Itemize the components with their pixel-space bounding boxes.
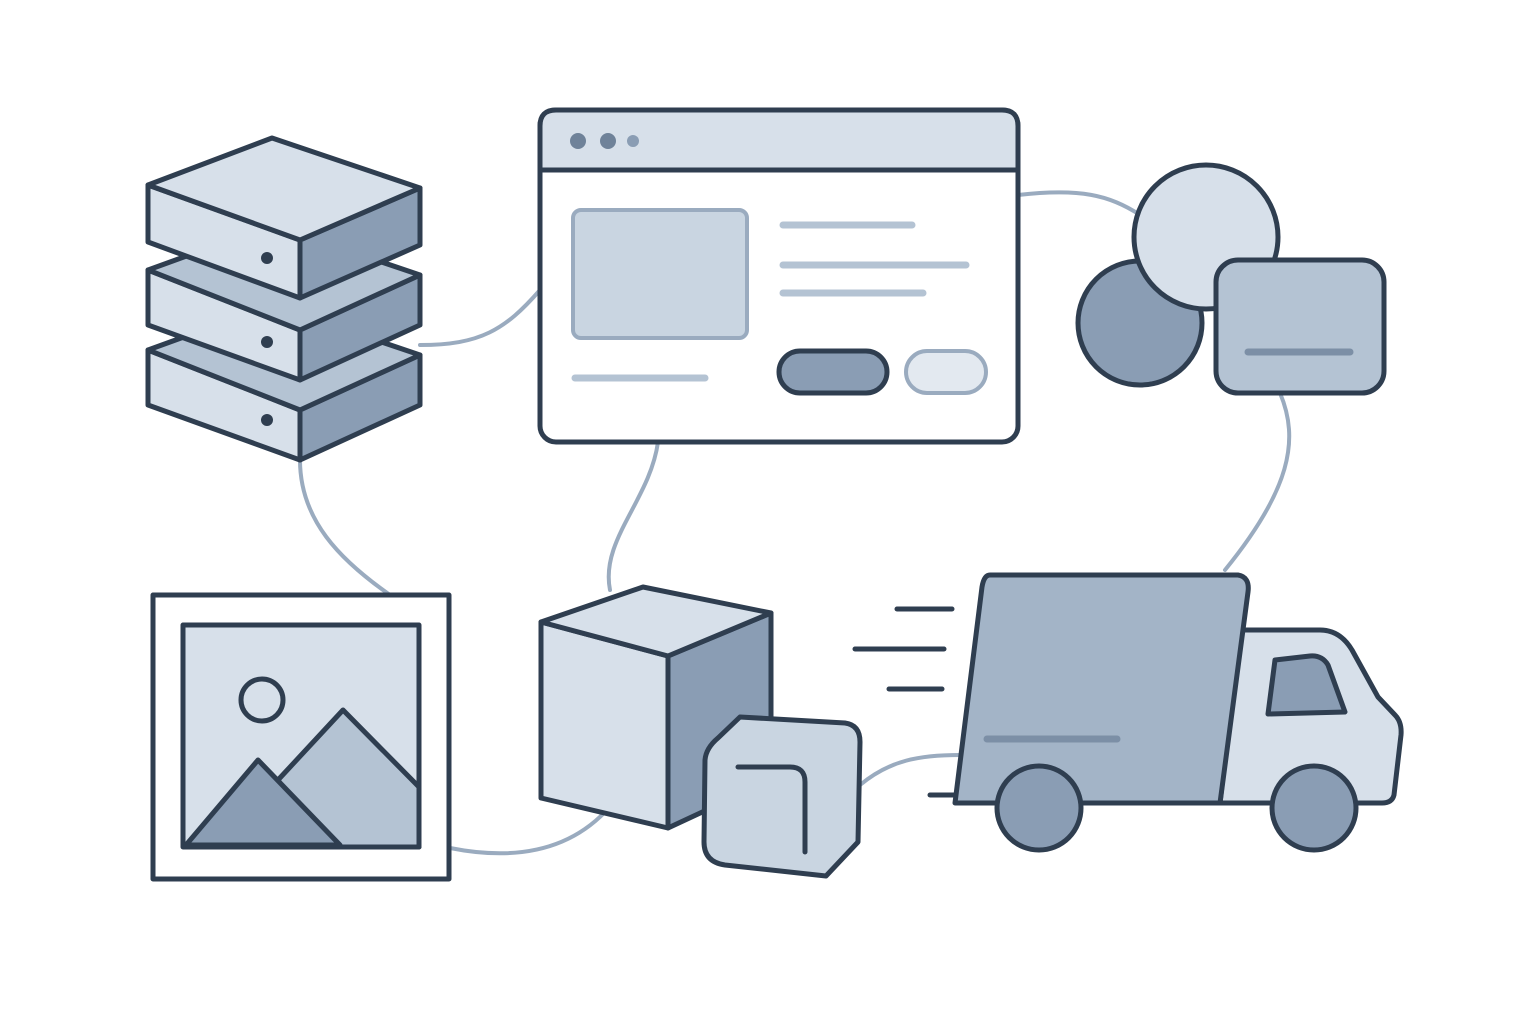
- browser-dot-1: [570, 133, 586, 149]
- server-led-top: [261, 252, 273, 264]
- database-server-icon: [145, 135, 423, 463]
- server-led-bottom: [261, 414, 273, 426]
- delivery-truck-icon: [852, 572, 1404, 853]
- box-small: [701, 714, 863, 879]
- connector-image-package: [448, 810, 607, 856]
- connector-browser-package: [606, 440, 660, 592]
- image-icon: [150, 592, 452, 882]
- browser-primary-button: [776, 348, 890, 396]
- connector-database-image: [298, 458, 392, 597]
- server-layer-top-top: [145, 135, 423, 243]
- connector-shapes-truck: [1223, 391, 1292, 572]
- truck-cab-window: [1265, 653, 1348, 717]
- shape-rounded-card: [1213, 257, 1387, 396]
- box-small-edge: [735, 764, 808, 855]
- browser-titlebar: [537, 107, 1021, 173]
- browser-dot-3: [627, 135, 639, 147]
- shapes-icon: [1075, 162, 1387, 396]
- truck-cargo: [952, 572, 1251, 806]
- browser-image-placeholder: [571, 208, 749, 340]
- package-boxes-icon: [538, 584, 863, 879]
- browser-secondary-button: [904, 349, 988, 395]
- image-mountain-front: [183, 757, 343, 848]
- connector-package-truck: [858, 753, 962, 787]
- box-large-top: [538, 584, 774, 659]
- truck-wheel-rear: [994, 763, 1084, 853]
- truck-cab: [1217, 627, 1404, 806]
- browser-window-icon: [537, 107, 1021, 445]
- image-sun: [238, 676, 286, 724]
- browser-dot-2: [600, 133, 616, 149]
- connector-database-browser: [418, 288, 542, 347]
- connector-browser-shapes: [1016, 190, 1142, 217]
- truck-wheel-front: [1269, 763, 1359, 853]
- browser-text-lines: [571, 221, 970, 382]
- server-led-middle: [261, 336, 273, 348]
- speed-lines: [852, 606, 958, 798]
- connectors: [298, 190, 1292, 856]
